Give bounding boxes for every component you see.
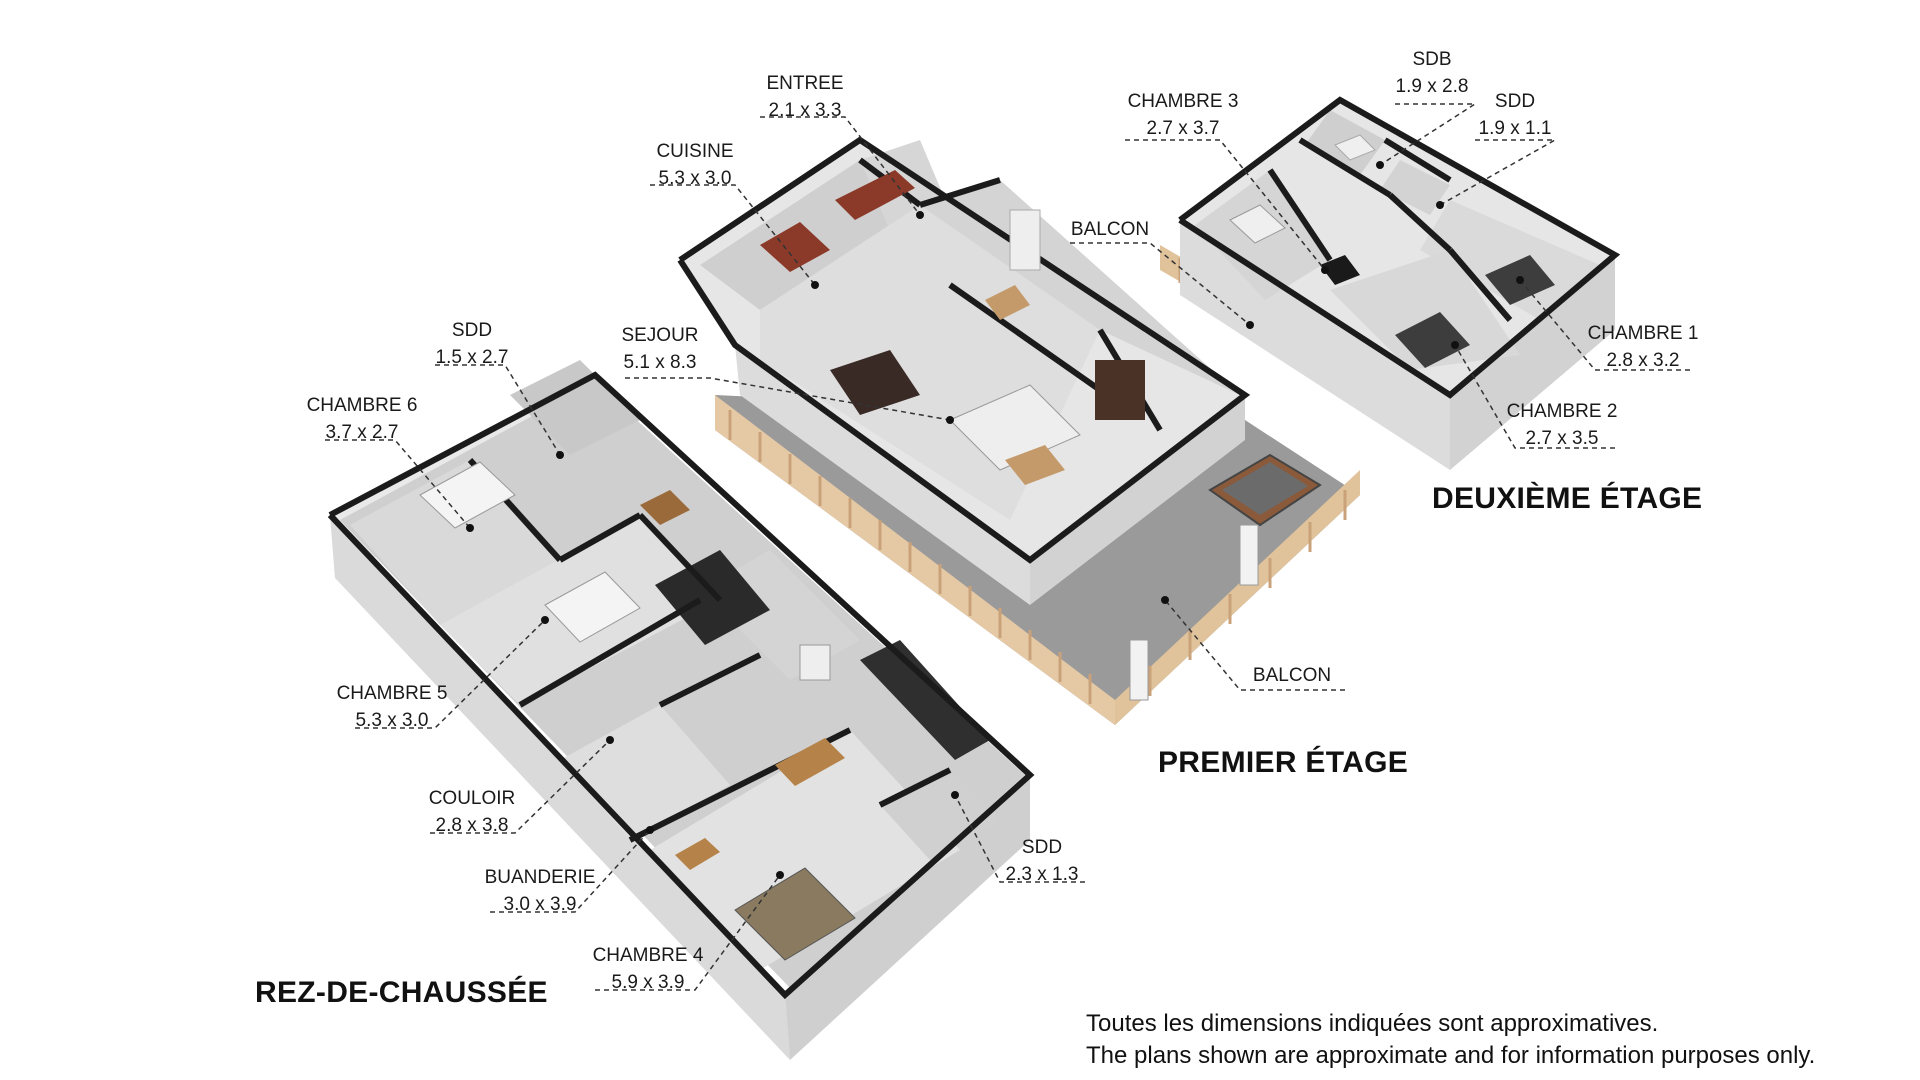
room-size: 5.3 x 3.0 <box>658 168 732 189</box>
chambre4-floor <box>650 730 960 970</box>
room-name: ENTREE <box>766 73 844 94</box>
label-sdd-ground-top: SDD 1.5 x 2.7 <box>436 317 509 371</box>
room-name: BALCON <box>1252 665 1332 686</box>
room-name: SDD <box>451 320 493 341</box>
disclaimer-en: The plans shown are approximate and for … <box>1086 1042 1816 1069</box>
marker-chambre1 <box>1516 276 1524 284</box>
chambre1-floor <box>1420 200 1600 320</box>
chambre2-floor <box>1330 250 1520 370</box>
room-name: COULOIR <box>428 788 516 809</box>
marker-sdb <box>1376 161 1384 169</box>
label-chambre4: CHAMBRE 4 5.9 x 3.9 <box>593 942 704 996</box>
marker-balcon-first-bottom <box>1161 596 1169 604</box>
label-entree: ENTREE 2.1 x 3.3 <box>766 70 843 124</box>
marker-sdd-ground-top <box>556 451 564 459</box>
room-name: CHAMBRE 2 <box>1506 401 1618 422</box>
room-name: SDD <box>1494 91 1536 112</box>
room-size: 5.3 x 3.0 <box>355 710 429 731</box>
second-floor-plan <box>1160 96 1621 470</box>
label-chambre1: CHAMBRE 1 2.8 x 3.2 <box>1588 320 1699 374</box>
label-sdd-ground-bottom: SDD 2.3 x 1.3 <box>1006 834 1079 888</box>
ground-floor-plan <box>327 360 1035 1060</box>
marker-chambre4 <box>776 871 784 879</box>
room-name: BALCON <box>1070 219 1150 240</box>
marker-chambre2 <box>1451 341 1459 349</box>
marker-couloir <box>606 736 614 744</box>
disclaimer-note: Toutes les dimensions indiquées sont app… <box>1086 1008 1815 1072</box>
label-chambre2: CHAMBRE 2 2.7 x 3.5 <box>1507 398 1618 452</box>
disclaimer-fr: Toutes les dimensions indiquées sont app… <box>1086 1010 1659 1037</box>
room-name: SDB <box>1412 49 1452 70</box>
room-size: 2.1 x 3.3 <box>768 100 842 121</box>
first-floor-plan <box>677 136 1360 725</box>
room-markers <box>466 161 1524 879</box>
marker-balcon-first-top <box>1246 321 1254 329</box>
label-chambre5: CHAMBRE 5 5.3 x 3.0 <box>337 680 448 734</box>
marker-sdd-ground-bottom <box>951 791 959 799</box>
room-size: 3.7 x 2.7 <box>325 422 399 443</box>
marker-sejour <box>946 416 954 424</box>
room-name: BUANDERIE <box>484 867 596 888</box>
sdd-ground-top-floor <box>510 360 640 455</box>
room-size: 2.8 x 3.8 <box>435 815 509 836</box>
label-buanderie: BUANDERIE 3.0 x 3.9 <box>485 864 596 918</box>
marker-chambre5 <box>541 616 549 624</box>
room-size: 2.8 x 3.2 <box>1606 350 1680 371</box>
label-sdd-second: SDD 1.9 x 1.1 <box>1479 88 1552 142</box>
room-size: 1.9 x 2.8 <box>1395 76 1469 97</box>
room-name: CHAMBRE 3 <box>1127 91 1239 112</box>
room-size: 1.9 x 1.1 <box>1478 118 1552 139</box>
floor-title-first: PREMIER ÉTAGE <box>1158 746 1409 779</box>
room-size: 5.9 x 3.9 <box>611 972 685 993</box>
room-size: 2.7 x 3.5 <box>1525 428 1599 449</box>
room-name: CHAMBRE 1 <box>1587 323 1699 344</box>
label-chambre6: CHAMBRE 6 3.7 x 2.7 <box>307 392 418 446</box>
room-name: CHAMBRE 5 <box>336 683 448 704</box>
room-size: 5.1 x 8.3 <box>623 352 697 373</box>
floor-title-ground: REZ-DE-CHAUSSÉE <box>255 976 548 1009</box>
marker-entree <box>916 211 924 219</box>
room-size: 2.7 x 3.7 <box>1146 118 1220 139</box>
label-sejour: SEJOUR 5.1 x 8.3 <box>621 322 698 376</box>
label-cuisine: CUISINE 5.3 x 3.0 <box>656 138 733 192</box>
marker-chambre6 <box>466 524 474 532</box>
room-name: SEJOUR <box>621 325 699 346</box>
leader-lines <box>325 103 1690 991</box>
label-chambre3: CHAMBRE 3 2.7 x 3.7 <box>1128 88 1239 142</box>
room-size: 2.3 x 1.3 <box>1005 864 1079 885</box>
room-name: CHAMBRE 4 <box>592 945 704 966</box>
marker-chambre3 <box>1321 266 1329 274</box>
chambre6-floor <box>350 460 560 625</box>
room-size: 1.5 x 2.7 <box>435 347 509 368</box>
label-balcon-first-top: BALCON <box>1071 216 1149 243</box>
marker-cuisine <box>811 281 819 289</box>
label-sdb: SDB 1.9 x 2.8 <box>1396 46 1469 100</box>
marker-sdd-second <box>1436 201 1444 209</box>
room-name: CUISINE <box>656 141 734 162</box>
floor-title-second: DEUXIÈME ÉTAGE <box>1432 482 1703 515</box>
room-size: 3.0 x 3.9 <box>503 894 577 915</box>
marker-buanderie <box>646 826 654 834</box>
label-couloir: COULOIR 2.8 x 3.8 <box>429 785 516 839</box>
room-name: SDD <box>1021 837 1063 858</box>
label-balcon-first-bottom: BALCON <box>1253 662 1331 689</box>
sdd-second-floor <box>1380 160 1450 215</box>
room-name: CHAMBRE 6 <box>306 395 418 416</box>
